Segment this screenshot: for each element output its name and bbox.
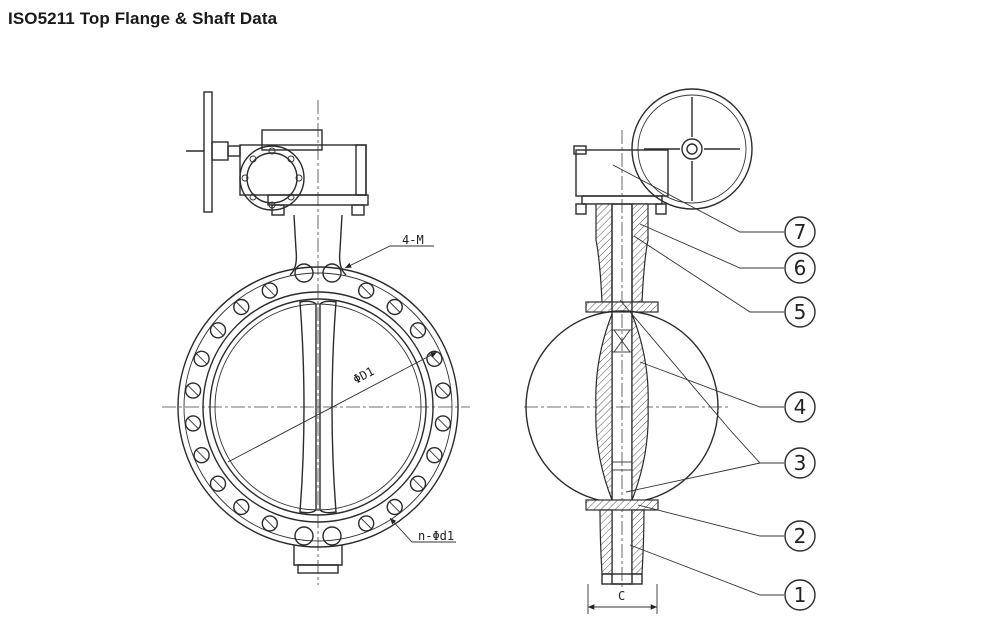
- bottom-stub-front: [293, 545, 343, 574]
- bolt-circle-label: ΦD1: [351, 364, 377, 387]
- bolt-hole-mark: [437, 418, 449, 429]
- bolt-hole: [409, 322, 427, 339]
- part-leaders: [612, 164, 784, 596]
- bolt-hole-mark: [196, 353, 207, 365]
- bolt-hole: [358, 282, 375, 299]
- part-balloon-2: 2: [784, 520, 816, 552]
- bolt-hole: [233, 498, 250, 516]
- bottom-lug-hole-left: [294, 526, 314, 546]
- bolt-hole: [209, 475, 227, 492]
- top-lug-hole-left: [294, 263, 314, 283]
- bolt-hole: [386, 298, 403, 316]
- bolt-hole-mark: [437, 385, 449, 396]
- handwheel-side: [631, 88, 753, 210]
- page-title: ISO5211 Top Flange & Shaft Data: [8, 9, 278, 28]
- bolt-hole-label: n-Φd1: [418, 529, 454, 543]
- bolt-hole-mark: [389, 301, 401, 313]
- svg-text:5: 5: [794, 300, 807, 324]
- bolt-hole-mark: [360, 518, 372, 529]
- bolt-hole-leader: [389, 517, 456, 543]
- bolt-hole: [386, 498, 403, 516]
- upper-neck-side: [585, 203, 659, 313]
- bolt-hole-mark: [187, 385, 199, 396]
- svg-text:3: 3: [794, 451, 807, 475]
- part-balloon-4: 4: [784, 391, 816, 423]
- bolt-hole: [209, 322, 227, 339]
- flange-inner-ring: [202, 291, 434, 523]
- side-view: C 7 6 5: [524, 88, 816, 614]
- valve-neck-front: [289, 214, 347, 276]
- bolt-hole: [426, 447, 443, 464]
- handwheel-front: [186, 91, 241, 213]
- flange-outer-ring: [177, 266, 459, 548]
- top-lug-hole-right: [322, 263, 342, 283]
- bolt-hole-mark: [264, 518, 276, 529]
- bolt-hole: [184, 382, 202, 399]
- svg-text:4: 4: [794, 395, 807, 419]
- disc-front: [299, 300, 337, 514]
- front-view: ΦD1 4-M n-Φd1: [162, 91, 470, 585]
- svg-text:1: 1: [794, 583, 807, 607]
- bolt-hole-mark: [196, 449, 207, 461]
- svg-text:6: 6: [794, 256, 807, 280]
- part-balloon-7: 7: [784, 216, 816, 248]
- bolt-hole-mark: [212, 324, 224, 336]
- bolt-hole: [184, 415, 202, 432]
- bolt-hole-mark: [235, 301, 247, 313]
- bolt-hole: [434, 382, 452, 399]
- bolt-hole-mark: [412, 324, 424, 336]
- bolt-thread-leader: [344, 245, 434, 269]
- bolt-hole-mark: [360, 285, 372, 296]
- bolt-hole-mark: [412, 478, 424, 490]
- part-balloon-5: 5: [784, 296, 816, 328]
- bolt-hole: [193, 447, 210, 464]
- d1-dimension-line: [227, 351, 438, 463]
- lower-body-side: [585, 499, 659, 585]
- part-balloon-1: 1: [784, 579, 816, 611]
- c-dimension-label: C: [618, 589, 625, 603]
- part-balloon-3: 3: [784, 447, 816, 479]
- bolt-thread-label: 4-M: [402, 233, 424, 247]
- seat-ring: [209, 298, 427, 516]
- c-dimension: C: [587, 584, 658, 614]
- bolt-hole: [434, 415, 452, 432]
- bolt-holes: [184, 282, 452, 532]
- bolt-hole: [409, 475, 427, 492]
- bolt-hole-mark: [429, 449, 440, 461]
- bolt-hole-mark: [212, 478, 224, 490]
- flange-ring-2: [183, 272, 453, 542]
- bolt-hole-mark: [235, 501, 247, 513]
- svg-text:2: 2: [794, 524, 807, 548]
- bolt-hole: [261, 282, 278, 299]
- bolt-hole: [261, 515, 278, 532]
- disc-side: [595, 313, 649, 501]
- bottom-lug-hole-right: [322, 526, 342, 546]
- bolt-hole: [358, 515, 375, 532]
- part-balloon-6: 6: [784, 252, 816, 284]
- bolt-hole: [193, 350, 210, 367]
- bolt-hole: [233, 298, 250, 316]
- bolt-hole-mark: [187, 418, 199, 429]
- bolt-hole-mark: [389, 501, 401, 513]
- bolt-hole: [426, 350, 443, 367]
- part-balloons: 7 6 5 4 3 2 1: [784, 216, 816, 611]
- svg-text:7: 7: [794, 220, 807, 244]
- bore-ring: [214, 303, 422, 511]
- bolt-hole-mark: [264, 285, 276, 296]
- gearbox-front: [239, 129, 369, 216]
